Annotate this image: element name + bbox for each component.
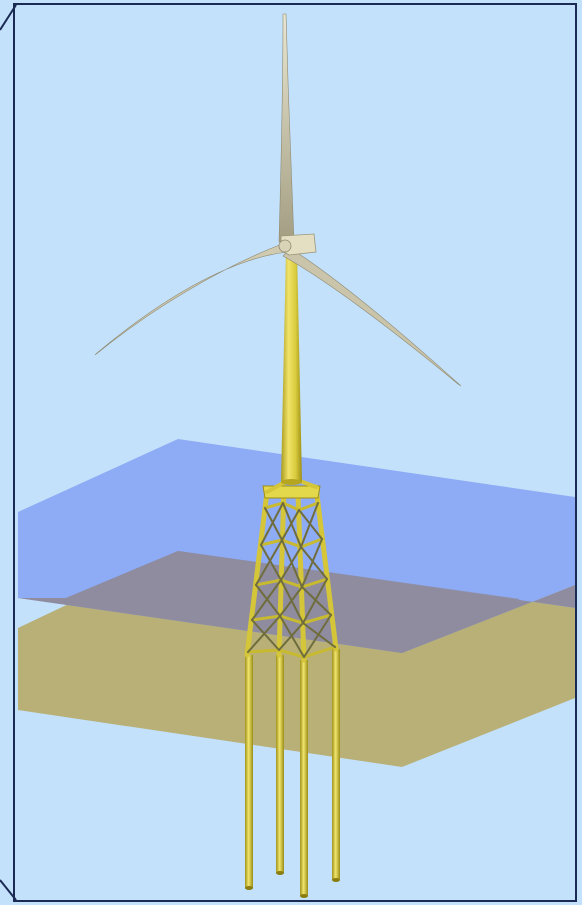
pile-4 bbox=[332, 649, 340, 880]
blade-left bbox=[94, 243, 289, 356]
pile-3 bbox=[300, 660, 308, 896]
piles bbox=[245, 649, 340, 898]
view-border-corner-bottom bbox=[0, 879, 17, 901]
view-border-corner-top bbox=[0, 4, 17, 31]
blade-right bbox=[282, 247, 462, 387]
tower bbox=[281, 250, 302, 482]
rotor-blades bbox=[94, 13, 462, 387]
view-border bbox=[13, 3, 577, 902]
hub bbox=[278, 239, 292, 253]
pile-1 bbox=[245, 655, 253, 888]
pile-2 bbox=[276, 655, 284, 873]
blade-upper bbox=[278, 13, 295, 243]
jacket-foundation bbox=[244, 476, 339, 663]
